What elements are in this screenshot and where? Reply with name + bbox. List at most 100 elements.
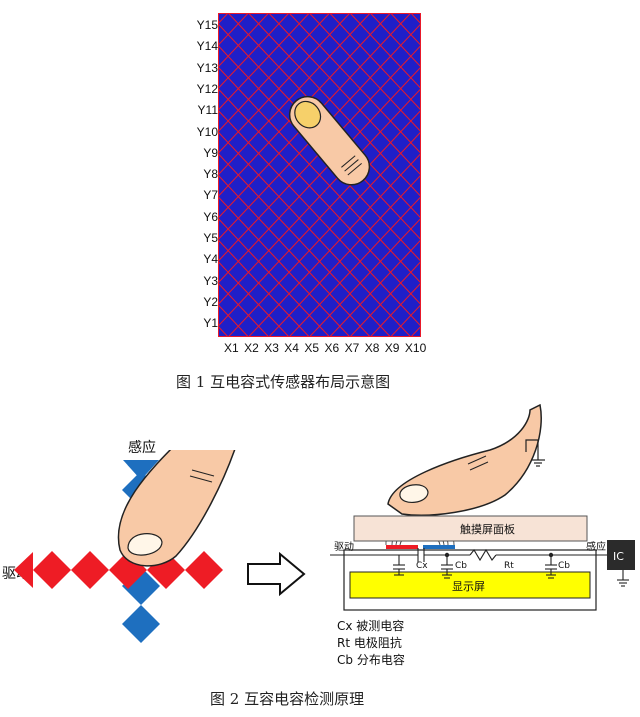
y-axis-label: Y6	[203, 209, 218, 224]
sensor-diamond	[370, 326, 390, 337]
x-axis-label: X3	[264, 341, 279, 355]
sensor-diamond	[259, 251, 279, 272]
y-axis-label: Y4	[203, 252, 218, 267]
sensor-diamond	[289, 175, 309, 196]
figure2-caption: 图 2 互容电容检测原理	[210, 690, 365, 708]
circuit-diagram: 触摸屏面板 显示屏 驱动 感应 IC Cx Cb Rt Cb	[330, 403, 635, 611]
sensor-diamond	[310, 24, 329, 45]
sensor-diamond	[218, 154, 228, 175]
sensor-diamond	[239, 13, 258, 34]
sensor-diamond	[310, 326, 329, 337]
circuit-drive-label: 驱动	[334, 541, 354, 553]
ic-chip	[607, 540, 635, 570]
device-frame	[343, 549, 597, 611]
sensor-diamond	[340, 316, 360, 337]
sensor-diamond	[279, 208, 299, 229]
sense-label: 感应	[128, 440, 156, 456]
sensor-diamond	[411, 305, 421, 326]
sensor-diamond	[310, 46, 329, 67]
sensor-diamond	[279, 272, 299, 294]
resistor-icon	[469, 548, 497, 562]
sensor-diamond	[279, 316, 299, 337]
sensor-diamond	[249, 89, 269, 110]
sensor-diamond	[279, 251, 299, 272]
sensor-diamond	[259, 121, 279, 142]
sensor-diamond	[381, 35, 400, 56]
y-axis-label: Y13	[196, 60, 218, 75]
sensor-diamond	[411, 110, 421, 132]
sensor-diamond	[411, 197, 421, 218]
sensor-diamond	[340, 294, 360, 315]
sensor-diamond	[310, 240, 329, 261]
sensor-diamond	[340, 229, 360, 250]
sensor-diamond	[259, 294, 279, 315]
sensor-diamond	[249, 218, 269, 240]
sensor-diamond	[391, 197, 411, 218]
drive-electrode-diamond	[33, 551, 71, 589]
sensor-diamond	[279, 13, 299, 34]
sensor-diamond	[310, 154, 329, 175]
sensor-diamond	[391, 132, 411, 153]
sensor-diamond	[391, 154, 411, 175]
cb-label-2: Cb	[558, 561, 570, 571]
sensor-diamond	[249, 13, 269, 24]
sensor-diamond	[330, 67, 350, 88]
sensor-diamond	[269, 13, 289, 24]
sensor-diamond	[218, 272, 238, 294]
sensor-diamond	[330, 89, 350, 110]
x-axis-label: X7	[344, 341, 360, 355]
sensor-diamond	[239, 186, 258, 207]
sensor-diamond	[391, 13, 411, 24]
y-axis-label: Y9	[203, 145, 218, 160]
sensor-diamond	[218, 305, 228, 326]
sensor-diamond	[279, 294, 299, 315]
sensor-diamond	[218, 294, 238, 315]
sensor-diamond	[340, 78, 360, 99]
sensor-diamond	[310, 175, 329, 196]
sensor-diamond	[218, 197, 228, 218]
sensor-diamond	[320, 13, 340, 34]
sensor-diamond	[279, 56, 299, 78]
sensor-diamond	[299, 272, 319, 294]
sensor-diamond	[320, 78, 340, 99]
y-axis-label: Y12	[196, 81, 218, 96]
sensor-diamond	[249, 326, 269, 337]
sensor-diamond	[320, 35, 340, 56]
y-axis-label: Y11	[197, 103, 218, 118]
sensor-diamond	[218, 208, 238, 229]
sense-electrode	[423, 545, 455, 549]
sensor-diamond	[391, 262, 411, 283]
sensor-diamond	[320, 56, 340, 78]
sensor-diamond	[228, 46, 248, 67]
sensor-diamond	[249, 46, 269, 67]
sensor-diamond	[279, 186, 299, 207]
sensor-diamond	[289, 46, 309, 67]
sensor-diamond	[381, 251, 400, 272]
sensor-diamond	[381, 272, 400, 294]
sensor-diamond	[259, 35, 279, 56]
sensor-diamond	[310, 262, 329, 283]
sensor-diamond	[218, 100, 238, 121]
cb-label-1: Cb	[455, 561, 467, 571]
sensor-diamond	[239, 164, 258, 186]
sensor-diamond	[228, 24, 248, 45]
sensor-diamond	[289, 262, 309, 283]
drive-electrode-diamond	[71, 551, 109, 589]
sensor-diamond	[249, 132, 269, 153]
sensor-diamond	[228, 240, 248, 261]
sensor-diamond	[310, 197, 329, 218]
drive-electrode-diamond	[185, 551, 223, 589]
sensor-diamond	[218, 143, 238, 164]
circuit-sense-label: 感应	[586, 540, 606, 553]
sensor-diamond	[289, 305, 309, 326]
sensor-diamond	[360, 35, 380, 56]
sensor-diamond	[239, 229, 258, 250]
rt-label: Rt	[504, 561, 514, 571]
sensor-diamond	[289, 218, 309, 240]
electrode-cross	[14, 450, 236, 643]
sensor-diamond	[259, 229, 279, 250]
sensor-diamond	[381, 164, 400, 186]
sensor-diamond	[239, 56, 258, 78]
sensor-diamond	[391, 175, 411, 196]
sensor-diamond	[269, 110, 289, 132]
